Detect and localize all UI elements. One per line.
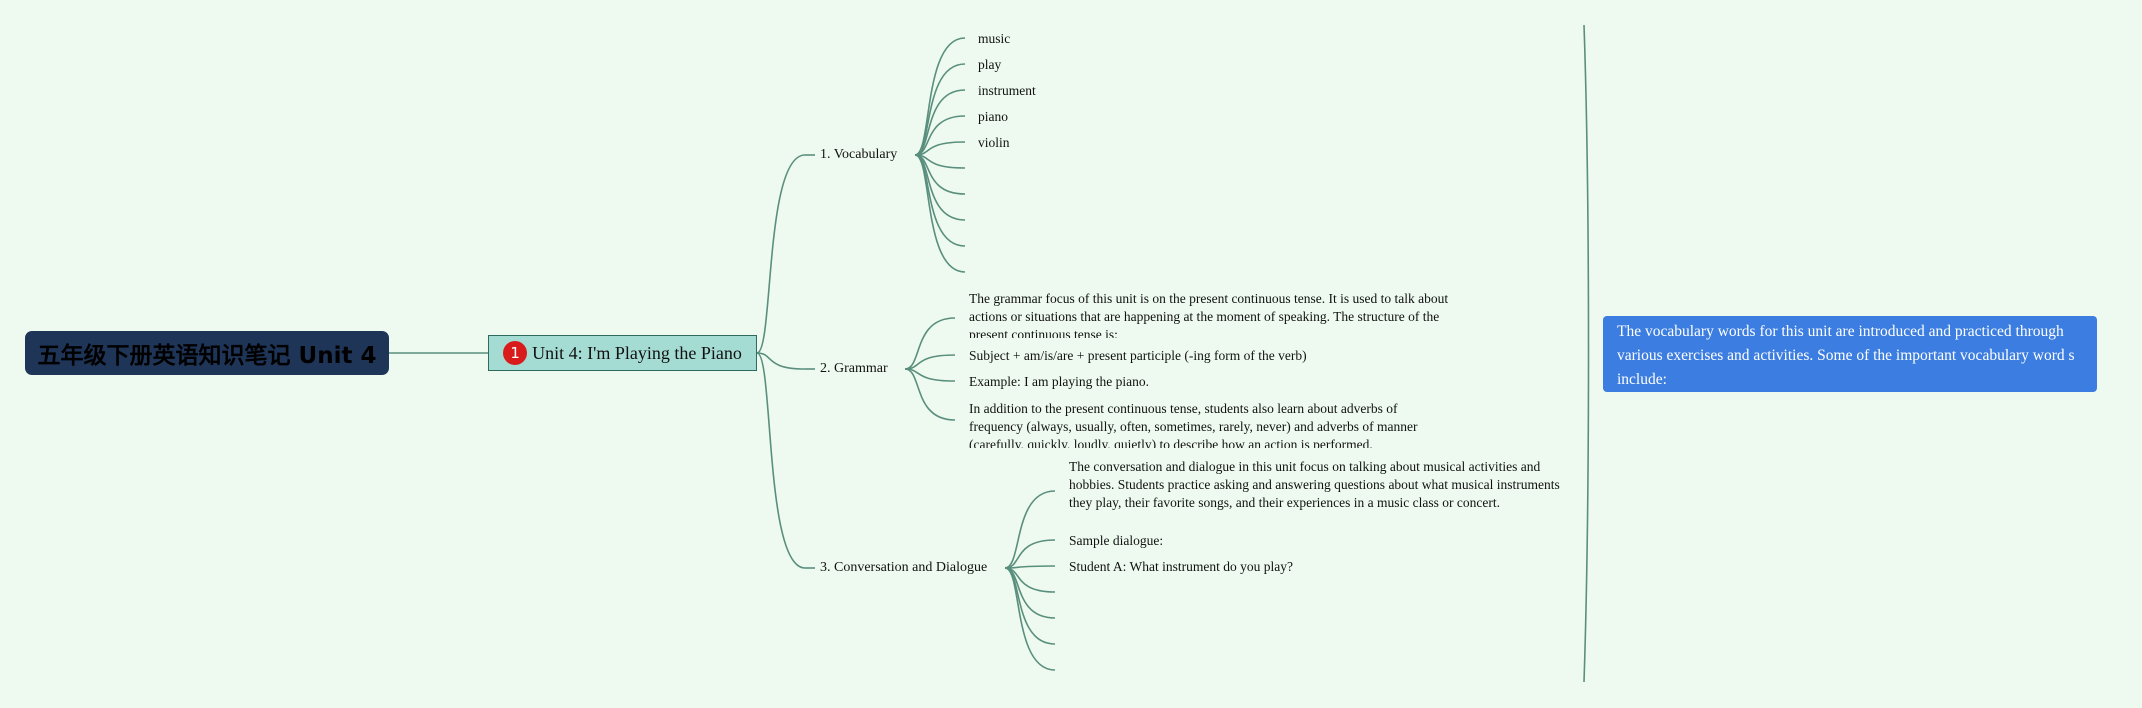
- conversation-line-a[interactable]: Student A: What instrument do you play?: [1069, 559, 1293, 574]
- connector-unit-vocabulary: [756, 154, 806, 354]
- connector-grammar-leaf: [904, 368, 956, 421]
- vocab-word[interactable]: piano: [978, 109, 1008, 124]
- connector-vocabulary-leaf: [914, 89, 966, 156]
- vocab-word[interactable]: violin: [978, 135, 1010, 150]
- section-vocabulary[interactable]: 1. Vocabulary: [820, 147, 898, 162]
- priority-marker-icon: 1: [503, 341, 528, 365]
- conversation-sample[interactable]: Sample dialogue:: [1069, 533, 1164, 548]
- connector-vocabulary-leaf: [914, 63, 966, 156]
- unit-topic[interactable]: 1 Unit 4: I'm Playing the Piano: [488, 335, 757, 371]
- connector-vocabulary-leaf: [914, 115, 966, 156]
- connector-conversation-leaf: [1004, 539, 1056, 569]
- connector-grammar-leaf: [904, 354, 956, 370]
- connector-grammar-leaf: [904, 317, 956, 370]
- callout-text: The vocabulary words for this unit are i…: [1617, 323, 2075, 388]
- boundary-bracket: [1583, 24, 1590, 683]
- grammar-intro[interactable]: The grammar focus of this unit is on the…: [969, 291, 1449, 338]
- connector-unit-grammar: [756, 352, 806, 370]
- connector-vocabulary-leaf: [914, 37, 966, 156]
- root-title: 五年级下册英语知识笔记 Unit 4: [37, 343, 377, 369]
- grammar-adverbs[interactable]: In addition to the present continuous te…: [969, 401, 1418, 448]
- grammar-structure[interactable]: Subject + am/is/are + present participle…: [969, 348, 1307, 363]
- vocab-word[interactable]: music: [978, 31, 1011, 46]
- connector-vocabulary-leaf: [914, 154, 966, 273]
- section-grammar[interactable]: 2. Grammar: [820, 361, 888, 376]
- connector-conversation-leaf: [1004, 567, 1056, 671]
- section-conversation[interactable]: 3. Conversation and Dialogue: [820, 560, 988, 575]
- vocab-word[interactable]: play: [978, 57, 1002, 72]
- vocab-word[interactable]: instrument: [978, 83, 1036, 98]
- connector-conversation-leaf: [1004, 490, 1056, 569]
- grammar-example[interactable]: Example: I am playing the piano.: [969, 374, 1149, 389]
- root-topic[interactable]: 五年级下册英语知识笔记 Unit 4: [25, 331, 389, 375]
- conversation-intro[interactable]: The conversation and dialogue in this un…: [1069, 459, 1560, 510]
- connector-unit-conversation: [756, 352, 806, 569]
- unit-title: Unit 4: I'm Playing the Piano: [532, 342, 742, 363]
- callout-note[interactable]: The vocabulary words for this unit are i…: [1603, 316, 2097, 392]
